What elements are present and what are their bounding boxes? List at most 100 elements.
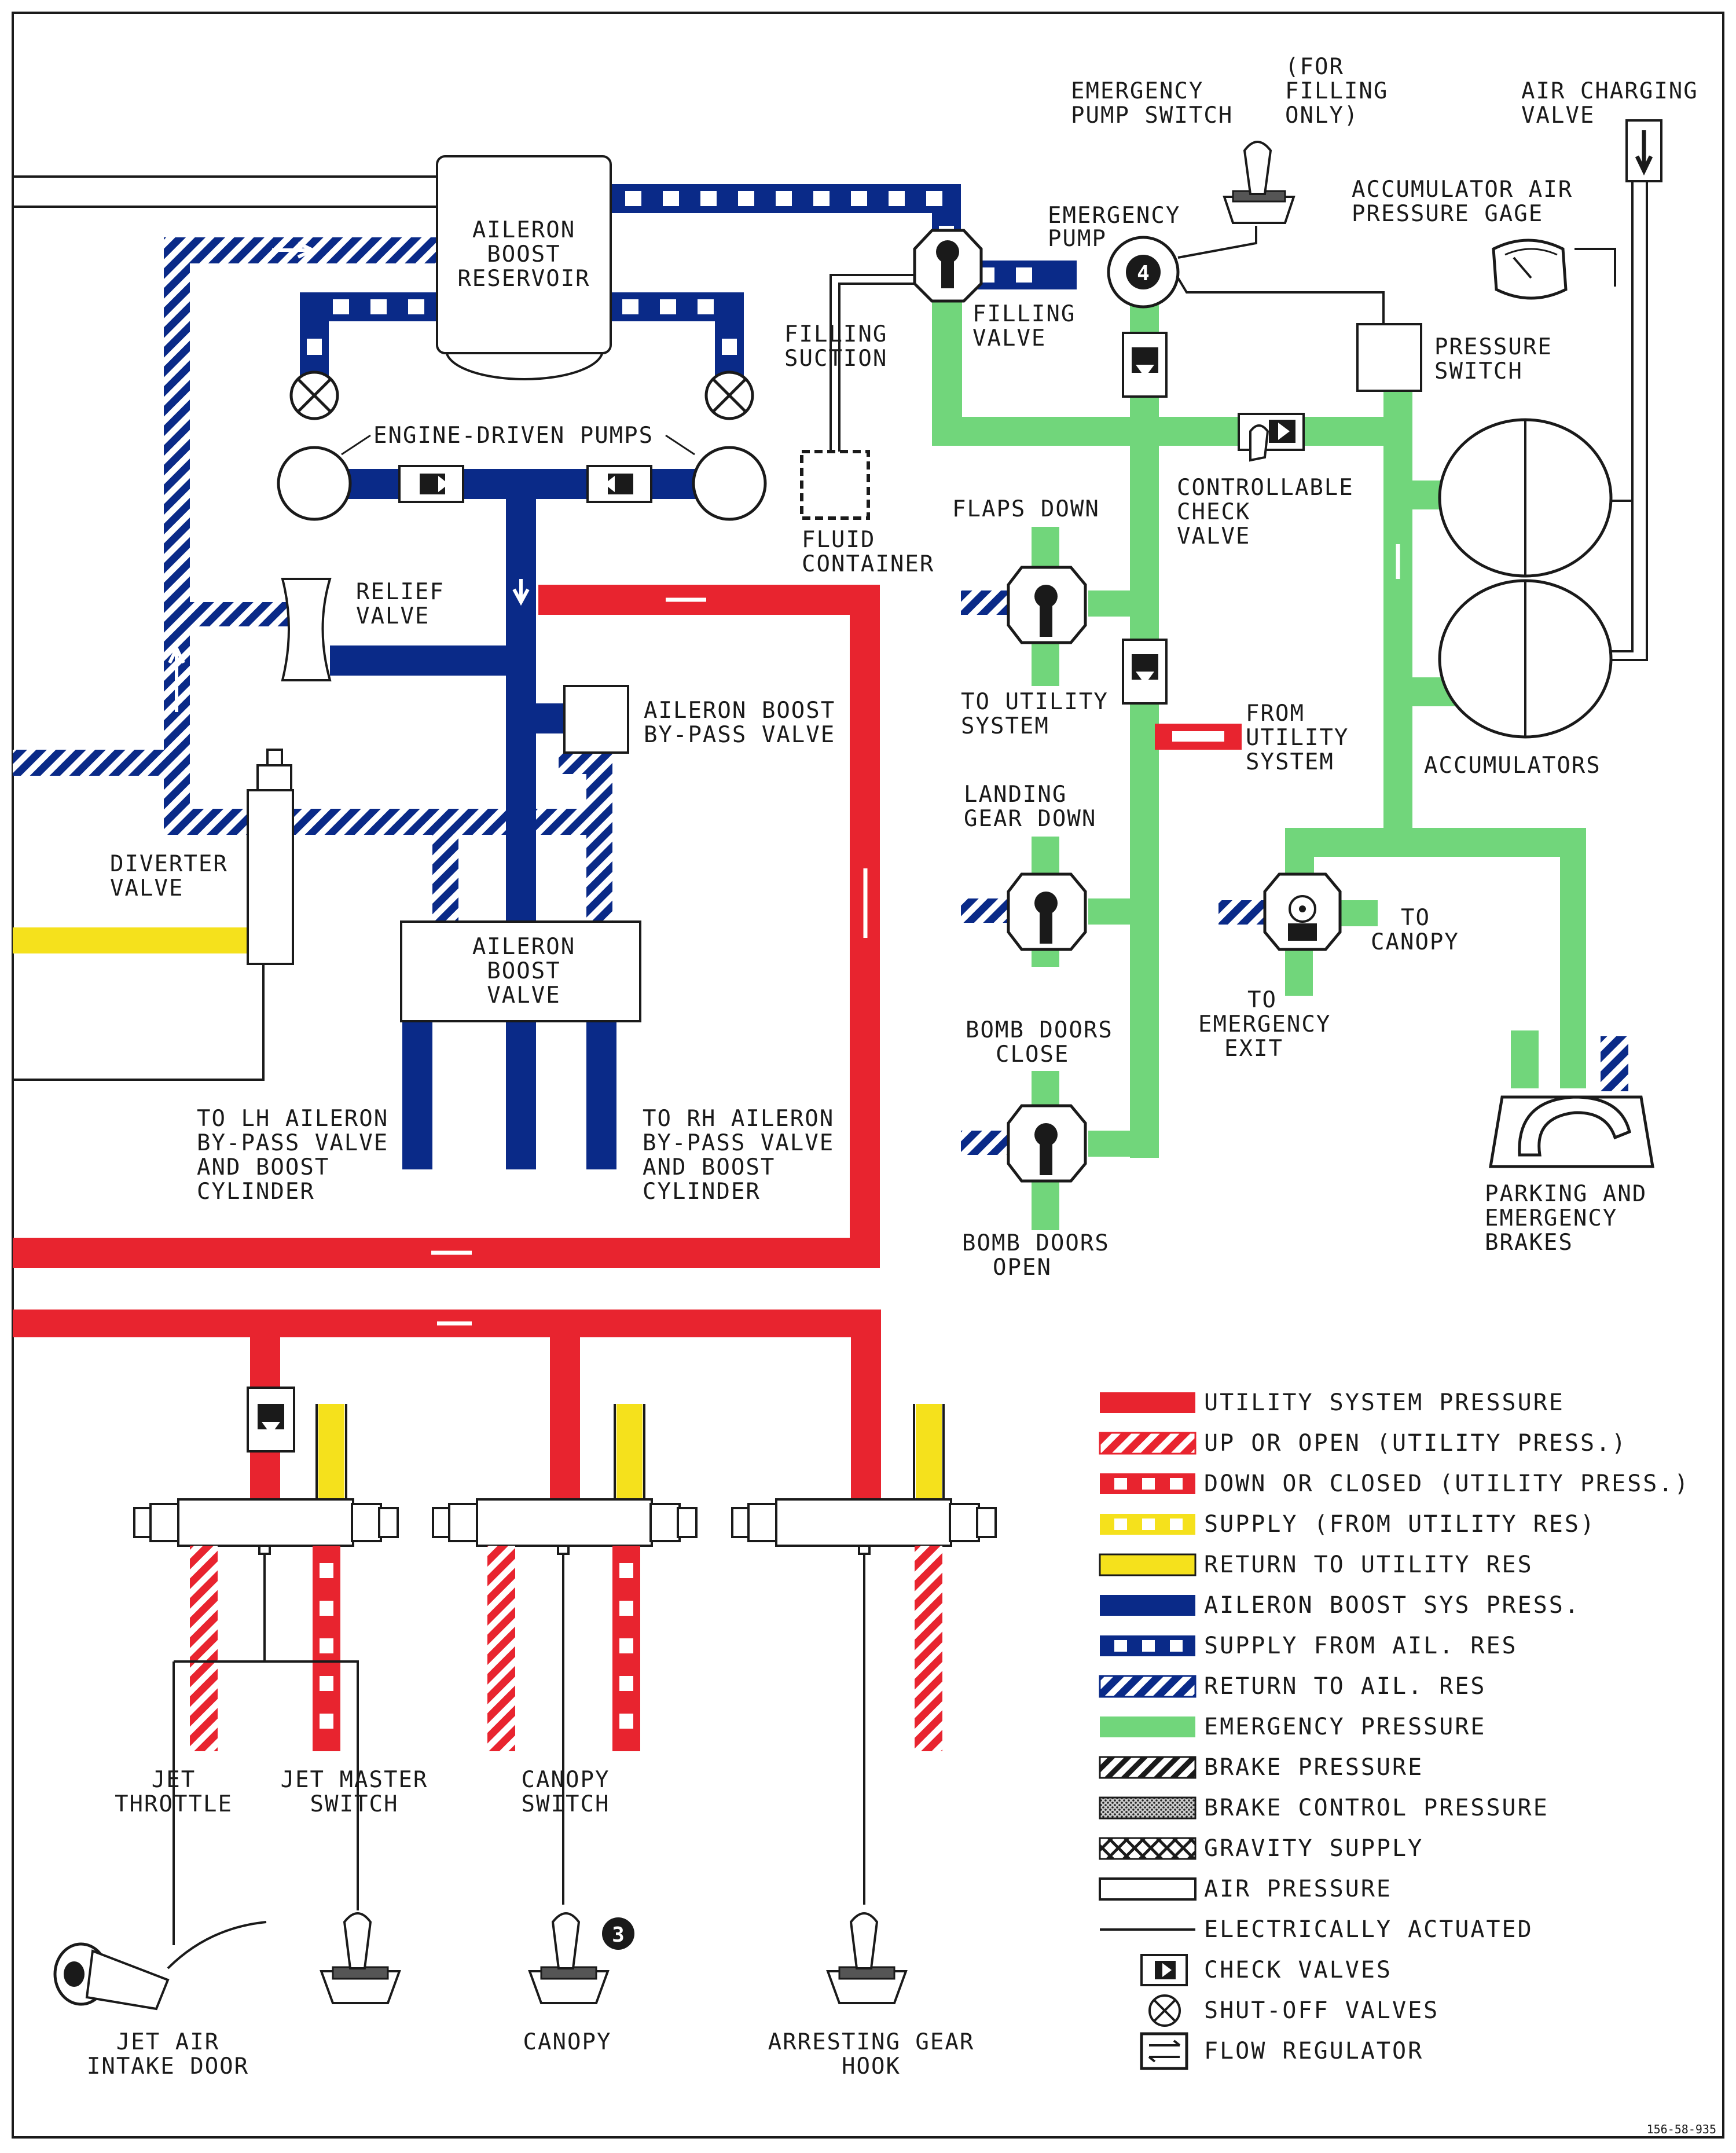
legend-item: FLOW REGULATOR	[1140, 2032, 1423, 2070]
diverter-valve	[247, 749, 294, 965]
controllable-check-valve	[1238, 413, 1305, 462]
check-valve-icon	[398, 465, 464, 503]
electric-actuation-lines	[173, 1545, 871, 1945]
legend-item: RETURN TO UTILITY RES	[1099, 1552, 1533, 1578]
emergency-exit-label-3: EXIT	[1224, 1036, 1283, 1062]
pressure-switch-label-2: SWITCH	[1434, 358, 1523, 384]
for-filling-label-2: FILLING	[1285, 78, 1388, 104]
return-line-relief	[177, 602, 293, 626]
air-charging-valve	[1625, 119, 1662, 182]
return-stub	[1218, 900, 1265, 925]
bomb-open-label-1: BOMB DOORS	[962, 1230, 1110, 1256]
return-stub	[961, 590, 1007, 615]
toggle-switch-icon	[826, 1912, 908, 2004]
legend-item: AIR PRESSURE	[1099, 1876, 1390, 1902]
legend-swatch	[1099, 1553, 1197, 1576]
legend-label: DOWN OR CLOSED (UTILITY PRESS.)	[1204, 1470, 1690, 1497]
legend-swatch	[1140, 2032, 1188, 2070]
return-stub	[961, 1131, 1007, 1155]
relief-valve-label-2: VALVE	[356, 603, 430, 629]
legend-label: ELECTRICALLY ACTUATED	[1204, 1916, 1533, 1943]
flaps-down-label: FLAPS DOWN	[952, 496, 1100, 522]
legend-label: SHUT-OFF VALVES	[1204, 1997, 1439, 2024]
legend-label: FLOW REGULATOR	[1204, 2038, 1423, 2064]
legend-label: GRAVITY SUPPLY	[1204, 1835, 1423, 1862]
canopy-label: CANOPY	[523, 2029, 612, 2055]
engine-pump-right	[692, 446, 767, 521]
legend-item: SUPPLY (FROM UTILITY RES)	[1100, 1511, 1596, 1538]
flow-arrow-icon	[512, 579, 530, 606]
toggle-switch-icon	[528, 1912, 610, 2004]
canopy-emergency-valve	[1263, 872, 1342, 951]
svg-text:TO LH AILERON: TO LH AILERON	[197, 1106, 388, 1132]
legend-item: DOWN OR CLOSED (UTILITY PRESS.)	[1100, 1470, 1690, 1497]
jet-air-intake-label-1: JET AIR	[116, 2029, 219, 2055]
check-valve-icon	[1122, 332, 1168, 398]
electric-line	[13, 964, 265, 1081]
air-pressure-line	[12, 175, 440, 208]
check-valve-icon	[247, 1387, 295, 1453]
boost-valve-label-2: BOOST	[487, 958, 560, 984]
from-utility-label-3: SYSTEM	[1246, 749, 1334, 775]
arresting-hook-label-1: ARRESTING GEAR	[768, 2029, 975, 2055]
accumulator-lower	[1438, 579, 1613, 739]
accumulator-gage-icon	[1492, 239, 1616, 300]
engine-pumps-label: ENGINE-DRIVEN PUMPS	[373, 423, 654, 449]
from-utility-line-core	[1172, 731, 1224, 742]
legend-item: CHECK VALVES	[1140, 1954, 1390, 1986]
legend-label: RETURN TO UTILITY RES	[1204, 1552, 1533, 1578]
emergency-pump-number: 4	[1137, 262, 1150, 285]
selector-valve-canopy	[432, 1498, 698, 1547]
utility-flow-arrows	[431, 597, 868, 1326]
for-filling-label-1: (FOR	[1285, 54, 1344, 80]
diverter-label-2: VALVE	[110, 875, 183, 901]
to-canopy-label-1: TO	[1401, 905, 1430, 931]
legend-swatch	[1099, 1675, 1197, 1698]
parking-brakes-label-2: EMERGENCY	[1485, 1205, 1617, 1231]
from-utility-label-1: FROM	[1246, 700, 1305, 727]
parking-brakes-label-3: BRAKES	[1485, 1230, 1573, 1256]
legend-item: AILERON BOOST SYS PRESS.	[1100, 1592, 1579, 1619]
down-closed-lines	[313, 1546, 640, 1751]
accumulator-upper	[1438, 418, 1613, 578]
from-utility-label-2: UTILITY	[1246, 725, 1349, 751]
emergency-pressure-lines	[932, 289, 1586, 1230]
legend-label: RETURN TO AIL. RES	[1204, 1673, 1486, 1700]
figure-code: 156-58-935	[1647, 2122, 1716, 2136]
filling-valve-label-1: FILLING	[972, 301, 1076, 327]
svg-text:BY-PASS VALVE: BY-PASS VALVE	[643, 1130, 834, 1156]
legend-label: BRAKE CONTROL PRESSURE	[1204, 1795, 1549, 1821]
yellow-line-outline	[315, 1404, 945, 1502]
jet-master-label-1: JET MASTER	[281, 1767, 428, 1793]
controllable-check-label-2: CHECK	[1177, 499, 1250, 525]
parking-brake-handle	[1489, 1095, 1654, 1168]
legend-label: SUPPLY (FROM UTILITY RES)	[1204, 1511, 1596, 1538]
to-canopy-label-2: CANOPY	[1371, 929, 1459, 955]
jet-master-label-2: SWITCH	[310, 1791, 399, 1817]
emergency-pump-label-1: EMERGENCY	[1048, 203, 1180, 229]
svg-text:CYLINDER: CYLINDER	[197, 1179, 315, 1205]
shutoff-valve-icon	[704, 371, 754, 420]
controllable-check-label-1: CONTROLLABLE	[1177, 475, 1354, 501]
supply-line-yellow-left	[13, 927, 253, 953]
legend-swatch	[1099, 1796, 1197, 1820]
bypass-valve-label-2: BY-PASS VALVE	[644, 722, 835, 748]
boost-valve-label-1: AILERON	[472, 934, 575, 960]
gage-label-2: PRESSURE GAGE	[1352, 201, 1543, 227]
legend-item: BRAKE PRESSURE	[1099, 1754, 1423, 1781]
svg-text:TO RH AILERON: TO RH AILERON	[643, 1106, 834, 1132]
gage-label-1: ACCUMULATOR AIR	[1352, 177, 1573, 203]
legend-label: BRAKE PRESSURE	[1204, 1754, 1423, 1781]
pump-switch-label-1: EMERGENCY	[1071, 78, 1203, 104]
flow-arrow-icon	[272, 241, 317, 259]
reservoir-label-3: RESERVOIR	[457, 266, 590, 292]
legend-item: UTILITY SYSTEM PRESSURE	[1100, 1389, 1563, 1416]
svg-text:BY-PASS VALVE: BY-PASS VALVE	[197, 1130, 388, 1156]
jet-throttle-label-2: THROTTLE	[115, 1791, 233, 1817]
diverter-label-1: DIVERTER	[110, 851, 228, 877]
shutoff-valve-icon	[289, 371, 339, 420]
fluid-container-label-1: FLUID	[802, 527, 875, 553]
legend-swatch	[1099, 1837, 1197, 1860]
